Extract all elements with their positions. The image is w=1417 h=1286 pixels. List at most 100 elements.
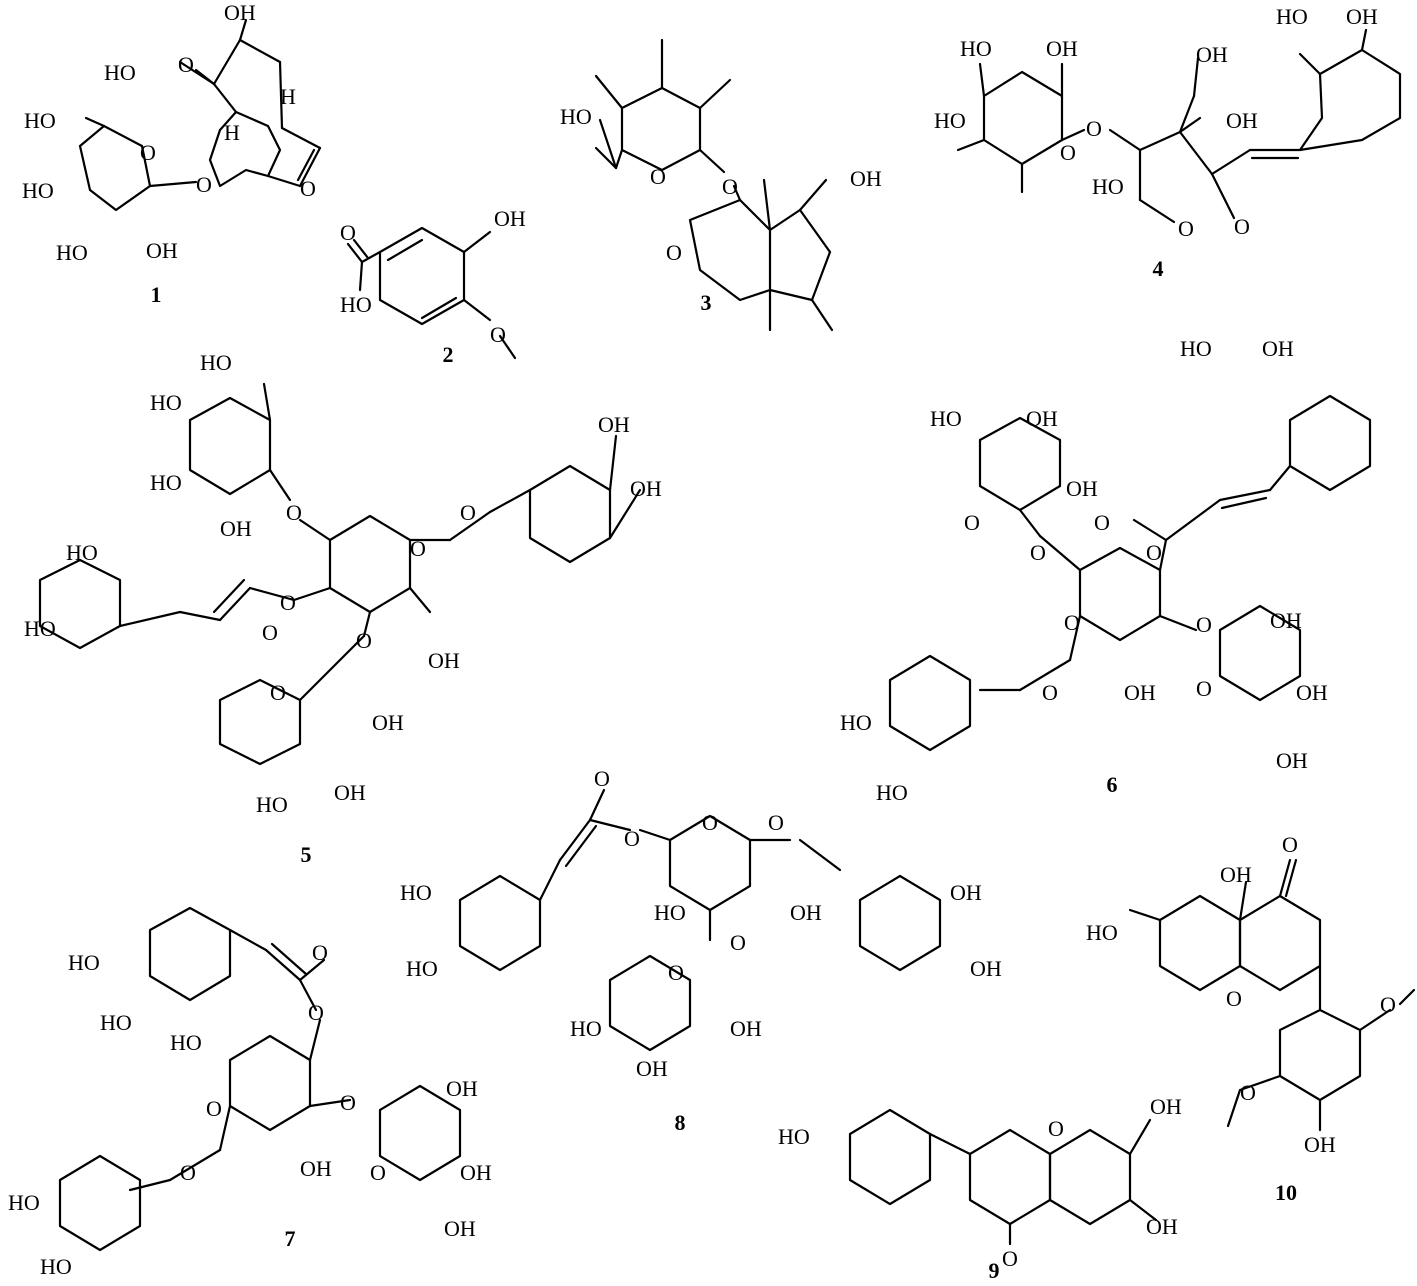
- atom-label: OH: [428, 648, 460, 673]
- atom-label: OH: [970, 956, 1002, 981]
- atom-label: HO: [1180, 336, 1212, 361]
- atom-label: HO: [570, 1016, 602, 1041]
- compound-number: 6: [1107, 772, 1118, 797]
- compound-5: HO HO HO OH O O O OH O O OH OH HO HO O O…: [24, 350, 662, 867]
- atom-label: OH: [1226, 108, 1258, 133]
- compound-3: HO O O O OH 3: [560, 38, 882, 332]
- atom-label: OH: [1304, 1132, 1336, 1157]
- atom-label: O: [594, 766, 610, 791]
- atom-label: O: [270, 680, 286, 705]
- atom-label: OH: [1196, 42, 1228, 67]
- atom-label: O: [262, 620, 278, 645]
- atom-label: OH: [598, 412, 630, 437]
- atom-label: O: [1042, 680, 1058, 705]
- atom-label: O: [1380, 992, 1396, 1017]
- atom-label: OH: [224, 0, 256, 25]
- compound-number: 3: [701, 290, 712, 315]
- atom-label: OH: [334, 780, 366, 805]
- atom-label: O: [140, 140, 156, 165]
- atom-label: OH: [1220, 862, 1252, 887]
- atom-label: O: [410, 536, 426, 561]
- atom-label: OH: [1066, 476, 1098, 501]
- atom-label: O: [768, 810, 784, 835]
- atom-label: OH: [950, 880, 982, 905]
- atom-label: O: [356, 628, 372, 653]
- atom-label: HO: [876, 780, 908, 805]
- atom-label: OH: [1046, 36, 1078, 61]
- atom-label: OH: [494, 206, 526, 231]
- atom-label: HO: [400, 880, 432, 905]
- compound-10: OH O HO O O O OH 10: [1086, 832, 1416, 1205]
- atom-label: H: [280, 84, 296, 109]
- atom-label: OH: [1026, 406, 1058, 431]
- atom-label: HO: [170, 1030, 202, 1055]
- atom-label: HO: [22, 178, 54, 203]
- atom-label: HO: [406, 956, 438, 981]
- compound-4: HO OH HO O O OH OH HO O O HO OH 4: [934, 4, 1402, 281]
- atom-label: O: [624, 826, 640, 851]
- atom-label: O: [370, 1160, 386, 1185]
- compound-2: OH O O HO 2: [340, 206, 526, 367]
- atom-label: O: [730, 930, 746, 955]
- atom-label: O: [666, 240, 682, 265]
- atom-label: OH: [1296, 680, 1328, 705]
- compound-1: HO HO HO OH O O O H H HO O OH 1: [22, 0, 322, 307]
- atom-label: HO: [256, 792, 288, 817]
- atom-label: HO: [560, 104, 592, 129]
- atom-label: HO: [40, 1254, 72, 1279]
- atom-label: OH: [1124, 680, 1156, 705]
- atom-label: O: [1282, 832, 1298, 857]
- atom-label: HO: [930, 406, 962, 431]
- compound-number: 9: [989, 1258, 1000, 1283]
- atom-label: OH: [1276, 748, 1308, 773]
- atom-label: OH: [630, 476, 662, 501]
- atom-label: HO: [340, 292, 372, 317]
- atom-label: O: [1196, 676, 1212, 701]
- atom-label: OH: [444, 1216, 476, 1241]
- atom-label: O: [964, 510, 980, 535]
- atom-label: HO: [8, 1190, 40, 1215]
- atom-label: O: [1002, 1246, 1018, 1271]
- compound-8: HO HO O O O O HO OH O O OH OH HO OH OH 8: [400, 766, 1002, 1135]
- atom-label: O: [1086, 116, 1102, 141]
- atom-label: HO: [150, 470, 182, 495]
- atom-label: O: [1178, 216, 1194, 241]
- atom-label: O: [1240, 1080, 1256, 1105]
- atom-label: O: [308, 1000, 324, 1025]
- atom-label: O: [178, 52, 194, 77]
- atom-label: HO: [150, 390, 182, 415]
- atom-label: O: [196, 172, 212, 197]
- atom-label: O: [490, 322, 506, 347]
- atom-label: O: [1146, 540, 1162, 565]
- atom-label: O: [1060, 140, 1076, 165]
- atom-label: OH: [146, 238, 178, 263]
- atom-label: HO: [960, 36, 992, 61]
- compound-number: 8: [675, 1110, 686, 1135]
- atom-label: HO: [100, 1010, 132, 1035]
- atom-label: O: [722, 174, 738, 199]
- atom-label: OH: [460, 1160, 492, 1185]
- atom-label: OH: [1262, 336, 1294, 361]
- atom-label: HO: [1276, 4, 1308, 29]
- atom-label: O: [1094, 510, 1110, 535]
- atom-label: OH: [1270, 608, 1302, 633]
- atom-label: HO: [68, 950, 100, 975]
- atom-label: OH: [850, 166, 882, 191]
- atom-label: HO: [104, 60, 136, 85]
- atom-label: O: [650, 164, 666, 189]
- atom-label: O: [1030, 540, 1046, 565]
- atom-label: O: [300, 176, 316, 201]
- atom-label: OH: [1146, 1214, 1178, 1239]
- compound-number: 1: [151, 282, 162, 307]
- atom-label: HO: [654, 900, 686, 925]
- atom-label: OH: [300, 1156, 332, 1181]
- atom-label: HO: [56, 240, 88, 265]
- atom-label: O: [1064, 610, 1080, 635]
- compound-6: HO OH OH O O O O O O OH OH OH O OH O HO …: [840, 336, 1372, 805]
- atom-label: O: [312, 940, 328, 965]
- atom-label: HO: [66, 540, 98, 565]
- atom-label: O: [340, 1090, 356, 1115]
- atom-label: O: [340, 220, 356, 245]
- atom-label: O: [460, 500, 476, 525]
